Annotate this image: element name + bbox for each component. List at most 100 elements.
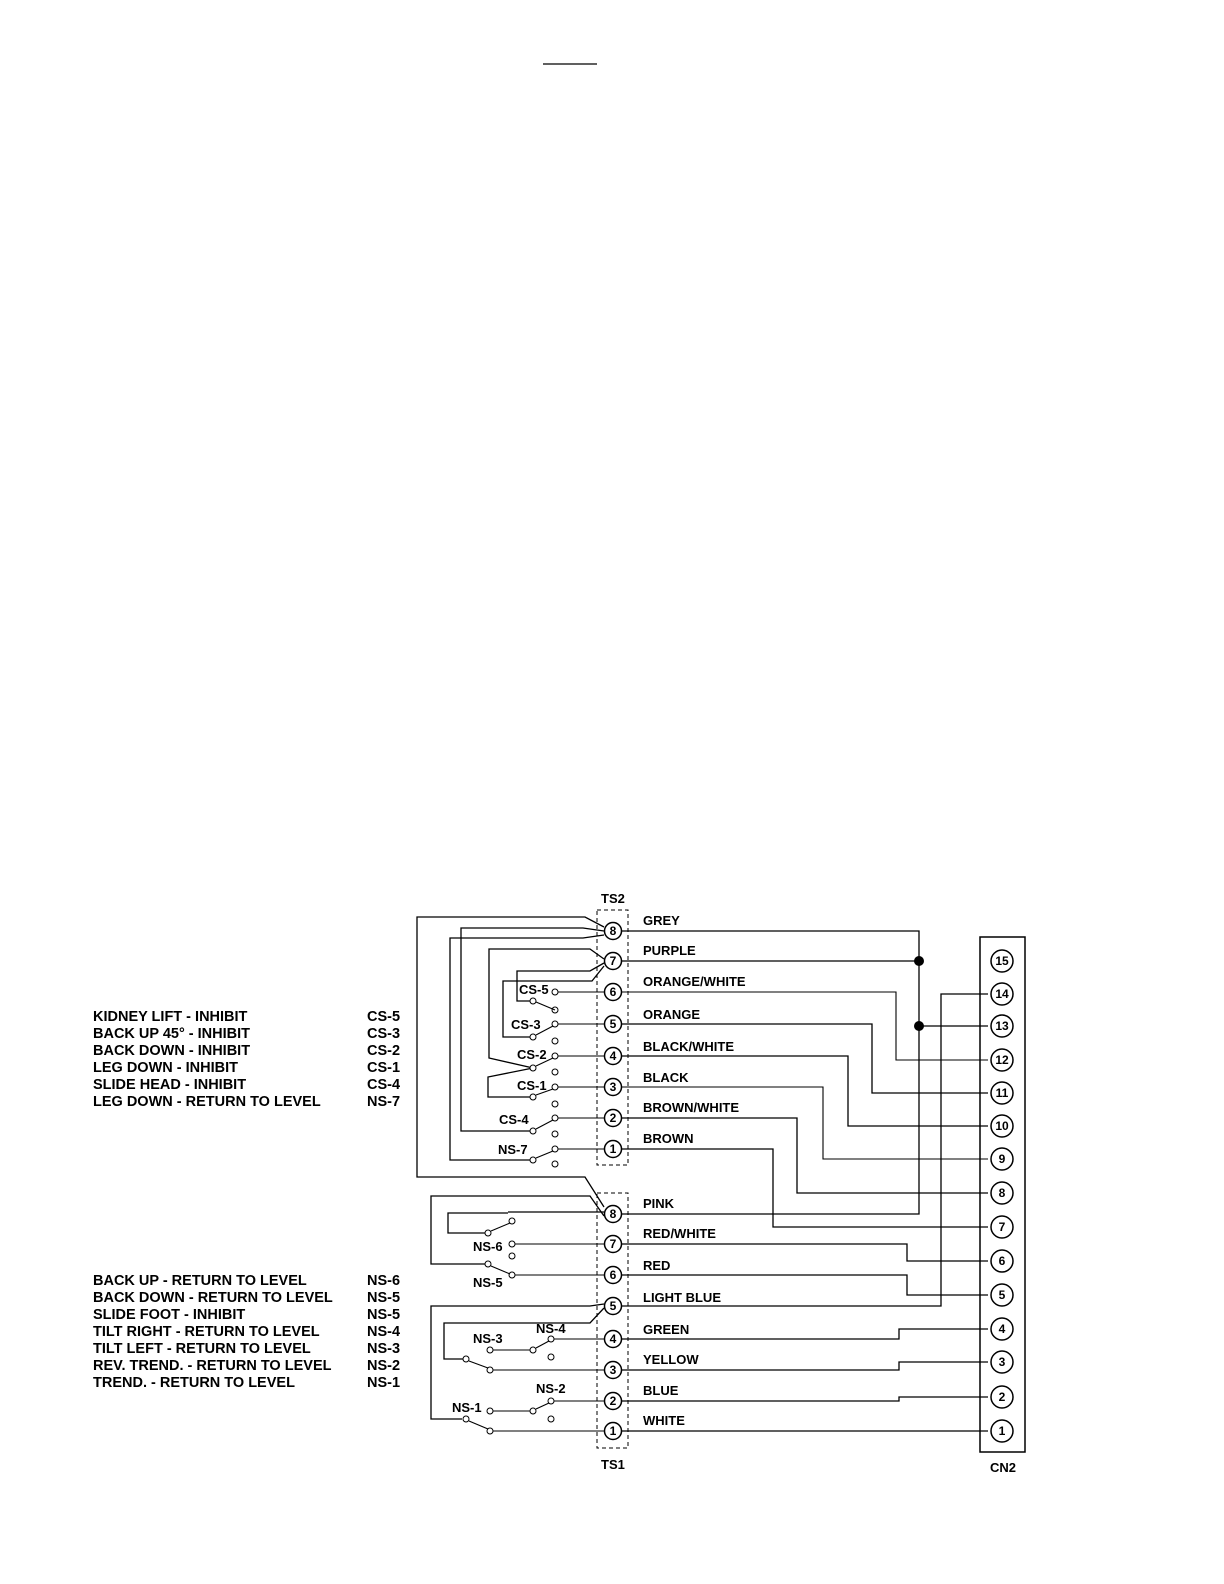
- switch-labels: CS-5 CS-3 CS-2 CS-1 CS-4 NS-7 NS-6 NS-5 …: [452, 982, 566, 1415]
- terminal-number: 3: [610, 1363, 617, 1377]
- cn2-pin: [990, 1317, 1014, 1341]
- wire-label: BLACK/WHITE: [643, 1039, 734, 1054]
- cn2-pin: [990, 1419, 1014, 1443]
- switch-contact: [529, 1033, 537, 1041]
- switch-contact: [462, 1355, 470, 1363]
- wire-label: GREEN: [643, 1322, 689, 1337]
- loop-wire: [516, 962, 605, 1002]
- switch-contact: [551, 1068, 559, 1076]
- switch-arm: [535, 1025, 554, 1036]
- cn2-pin-number: 2: [999, 1390, 1006, 1404]
- switch-contact: [547, 1397, 555, 1405]
- loop-wire: [487, 1067, 534, 1098]
- switch-arm: [535, 1088, 554, 1096]
- legend-desc: BACK DOWN - RETURN TO LEVEL: [93, 1290, 333, 1306]
- switch-contact: [529, 1346, 537, 1354]
- switch-contact: [529, 1064, 537, 1072]
- switch-label: NS-4: [536, 1321, 566, 1336]
- switch-arm: [535, 1150, 554, 1159]
- wire-label: ORANGE/WHITE: [643, 974, 746, 989]
- ts2-terminals: 8 GREY 7 PURPLE 6 ORANGE/WHITE 5 ORANGE …: [603, 913, 746, 1159]
- cn2-pin-number: 3: [999, 1355, 1006, 1369]
- terminal: [603, 1329, 623, 1349]
- legend-code: CS-2: [367, 1043, 400, 1059]
- switch-contact: [551, 1145, 559, 1153]
- wire-label: BROWN/WHITE: [643, 1100, 739, 1115]
- wire-label: YELLOW: [643, 1352, 699, 1367]
- legend-code: NS-7: [367, 1094, 400, 1110]
- cn2-pin-number: 15: [995, 954, 1009, 968]
- terminal: [603, 1391, 623, 1411]
- terminal-number: 2: [610, 1394, 617, 1408]
- wire-red: [622, 1274, 988, 1296]
- cn2-pin: [990, 1147, 1014, 1171]
- legend-desc: LEG DOWN - INHIBIT: [93, 1060, 238, 1076]
- switch-label: NS-5: [473, 1275, 503, 1290]
- switch-label: NS-3: [473, 1331, 503, 1346]
- switch-contact: [547, 1335, 555, 1343]
- terminal: [603, 1296, 623, 1316]
- switch-contact: [551, 1130, 559, 1138]
- legend-desc: BACK UP 45° - INHIBIT: [93, 1026, 250, 1042]
- legend-desc: TILT LEFT - RETURN TO LEVEL: [93, 1341, 311, 1357]
- switch-contact: [486, 1427, 494, 1435]
- wire-label: BROWN: [643, 1131, 694, 1146]
- terminal: [603, 1421, 623, 1441]
- switch-contact: [529, 997, 537, 1005]
- switch-contacts: [462, 988, 559, 1435]
- loop-wire: [488, 948, 605, 1069]
- junction-dot: [914, 1021, 924, 1031]
- terminal-number: 8: [610, 1207, 617, 1221]
- terminal-number: 1: [610, 1424, 617, 1438]
- switch-contact: [547, 1415, 555, 1423]
- switch-wiring-ts2: [416, 916, 605, 1208]
- switch-label: CS-4: [499, 1112, 529, 1127]
- switch-contact: [529, 1127, 537, 1135]
- cn2-pin: [990, 1215, 1014, 1239]
- switch-arm: [490, 1222, 511, 1232]
- ts2-label: TS2: [601, 891, 625, 906]
- switch-label: NS-2: [536, 1381, 566, 1396]
- terminal-number: 1: [610, 1142, 617, 1156]
- switch-arm: [535, 1340, 550, 1349]
- wire-label: ORANGE: [643, 1007, 700, 1022]
- cn2-pin-number: 4: [999, 1322, 1006, 1336]
- legend-code: NS-2: [367, 1358, 400, 1374]
- switch-contact: [529, 1093, 537, 1101]
- terminal-number: 2: [610, 1111, 617, 1125]
- legend-code: CS-5: [367, 1009, 400, 1025]
- legend-desc: BACK UP - RETURN TO LEVEL: [93, 1273, 307, 1289]
- switch-arm: [535, 1001, 556, 1011]
- cn2-pin-number: 13: [995, 1019, 1009, 1033]
- ts1-block: [596, 1192, 629, 1449]
- terminal: [603, 1046, 623, 1066]
- legend-desc: SLIDE HEAD - INHIBIT: [93, 1077, 246, 1093]
- switch-arm: [468, 1420, 489, 1430]
- switch-label: CS-1: [517, 1078, 547, 1093]
- legend-code: NS-1: [367, 1375, 400, 1391]
- cn2-pin-number: 7: [999, 1220, 1006, 1234]
- wire-blue: [622, 1396, 988, 1402]
- switch-arm: [535, 1402, 550, 1410]
- terminal-number: 5: [610, 1299, 617, 1313]
- cn2-pin-number: 9: [999, 1152, 1006, 1166]
- wire-brown-white: [622, 1117, 988, 1194]
- terminal-number: 4: [610, 1332, 617, 1346]
- wire-label: RED/WHITE: [643, 1226, 716, 1241]
- legend-desc: TILT RIGHT - RETURN TO LEVEL: [93, 1324, 320, 1340]
- wires-ts1: [622, 993, 988, 1432]
- switch-contact: [551, 1160, 559, 1168]
- terminal-number: 6: [610, 1268, 617, 1282]
- wire-label: WHITE: [643, 1413, 685, 1428]
- cn2-pins: 15 14 13 12 11 10 9 8 7 6 5 4 3 2 1: [990, 949, 1014, 1443]
- switch-line: [490, 1349, 530, 1412]
- wire-black: [622, 1086, 988, 1160]
- switch-contact: [508, 1271, 516, 1279]
- terminal-number: 7: [610, 954, 617, 968]
- wire-grey: [622, 930, 920, 1215]
- wire-green: [622, 1328, 988, 1340]
- legend-desc: SLIDE FOOT - INHIBIT: [93, 1307, 245, 1323]
- cn2-pin: [990, 1181, 1014, 1205]
- loop-wire: [447, 1211, 604, 1234]
